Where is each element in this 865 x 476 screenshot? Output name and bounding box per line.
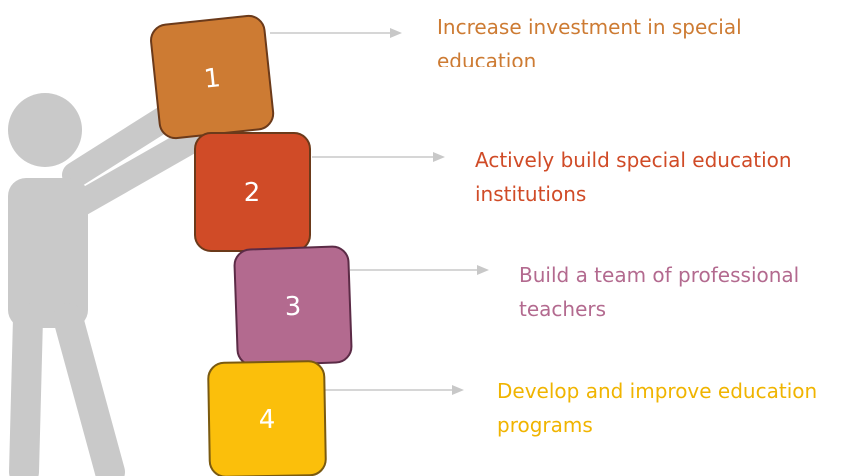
step-4-label: Develop and improve education programs	[497, 379, 818, 437]
connector-arrows	[270, 28, 489, 395]
block-1: 1	[150, 14, 275, 140]
step-2-label: Actively build special education institu…	[475, 148, 792, 206]
arrow-3-icon	[350, 265, 489, 275]
arrow-2-icon	[312, 152, 445, 162]
step-1-label: Increase investment in special education	[437, 15, 742, 67]
person-figure-icon	[8, 93, 205, 476]
arrow-4-icon	[325, 385, 464, 395]
block-1-number: 1	[203, 63, 223, 95]
block-4-number: 4	[259, 405, 276, 435]
step-3-label: Build a team of professional teachers	[519, 263, 800, 321]
block-2-number: 2	[244, 178, 261, 208]
block-3-number: 3	[284, 292, 302, 323]
block-2: 2	[194, 132, 311, 252]
block-3: 3	[233, 245, 353, 367]
arrow-1-icon	[270, 28, 402, 38]
block-4: 4	[207, 360, 327, 476]
